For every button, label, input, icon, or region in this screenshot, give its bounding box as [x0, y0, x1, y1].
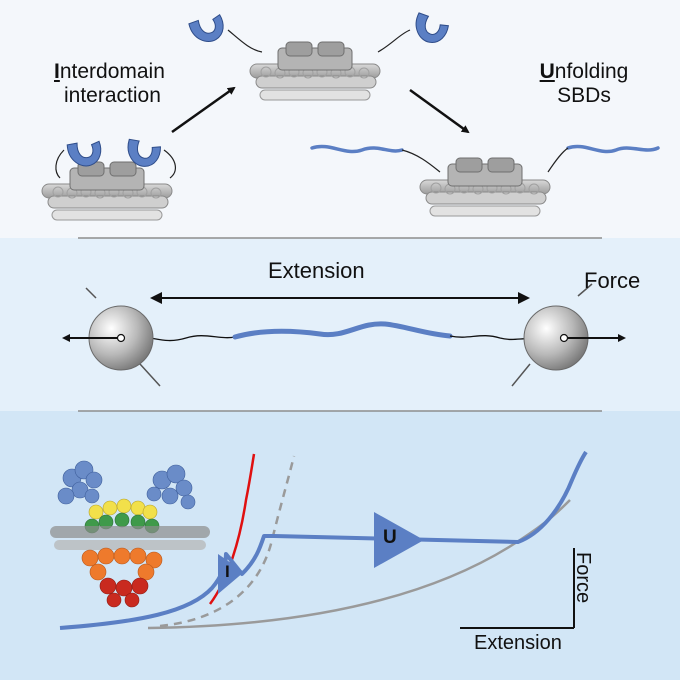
label-axis-extension: Extension — [474, 632, 562, 654]
label-interdomain-initial: I — [54, 60, 60, 83]
tether-right — [547, 147, 569, 173]
handle-lines-right — [511, 283, 593, 387]
label-state-i: I — [225, 562, 230, 581]
curve-blue-trace — [59, 450, 588, 630]
protein-strand — [232, 321, 453, 340]
label-interdomain: Interdomain interaction — [54, 60, 165, 108]
label-unfolding: Unfolding SBDs — [524, 60, 644, 108]
label-axis-force: Force — [572, 552, 594, 604]
marker-i — [218, 554, 244, 594]
unfolded-strand-left — [310, 144, 404, 154]
label-state-u: U — [383, 527, 397, 548]
curve-gray-dashed — [159, 455, 296, 628]
label-unfolding-rest: nfolding — [554, 60, 629, 83]
arrow-to-unfolded — [409, 88, 470, 134]
marker-u — [374, 512, 424, 568]
label-interdomain-line2: interaction — [64, 84, 161, 108]
label-unfolding-line2: SBDs — [557, 84, 611, 108]
label-extension-middle: Extension — [268, 258, 365, 283]
label-unfolding-initial: U — [539, 60, 555, 83]
extension-arrowhead-right — [518, 292, 530, 304]
label-force-middle: Force — [584, 268, 641, 293]
unfolded-strand-right — [566, 144, 660, 154]
arrow-to-center — [171, 86, 236, 134]
domain-center-left — [188, 12, 263, 53]
protein-structure-icon — [50, 460, 210, 608]
domain-center-right — [377, 12, 451, 53]
bead-left-anchor — [116, 333, 126, 343]
handle-lines-left — [85, 287, 161, 387]
tether-left — [401, 149, 441, 173]
extension-arrowhead-left — [150, 292, 162, 304]
domains-bound — [55, 138, 176, 179]
bead-right-anchor — [559, 333, 569, 343]
label-interdomain-rest: nterdomain — [59, 60, 165, 83]
